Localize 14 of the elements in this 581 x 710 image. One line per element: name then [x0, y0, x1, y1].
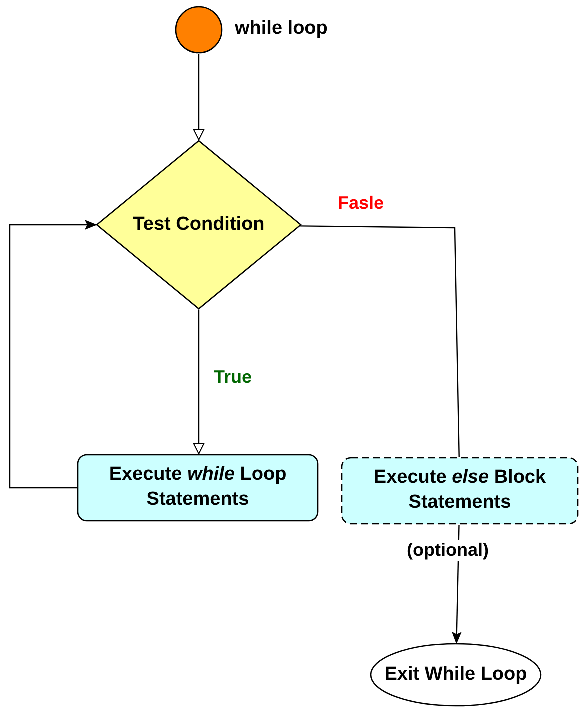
- node-label: Execute while Loop Statements: [108, 463, 288, 512]
- node-label: Execute else Block Statements: [372, 466, 548, 515]
- edge-label: (optional): [405, 540, 491, 561]
- arrow: [194, 54, 204, 140]
- process-box: [341, 457, 579, 525]
- arrow: [9, 220, 96, 489]
- node-label: Test Condition: [133, 212, 265, 237]
- end-ellipse: [370, 643, 542, 707]
- start-label: while loop: [235, 18, 328, 40]
- decision-diamond: [96, 140, 302, 310]
- arrow: [194, 310, 204, 454]
- node-label: Exit While Loop: [384, 662, 528, 687]
- start-circle: [175, 6, 223, 54]
- process-box: [77, 454, 319, 522]
